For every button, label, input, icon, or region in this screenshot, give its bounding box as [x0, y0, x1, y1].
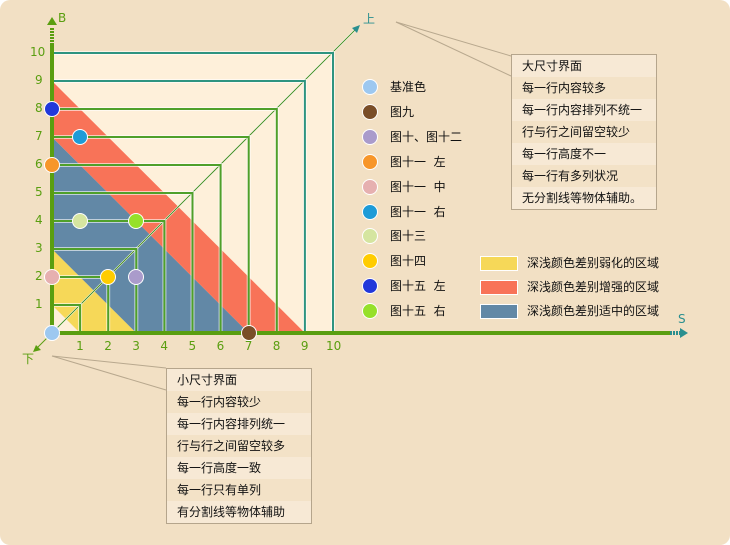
callout-row: 每一行有多列状况: [522, 169, 619, 183]
y-tick: 5: [35, 185, 43, 199]
y-tick: 3: [35, 241, 43, 255]
region-swatch: [480, 256, 518, 271]
y-arrow-icon: [47, 17, 57, 25]
square-9: [52, 80, 306, 333]
square-5: [52, 192, 194, 333]
legend-swatch: [362, 103, 378, 120]
callout-row: 每一行内容排列不统一: [512, 99, 656, 121]
callout-pointer: [395, 21, 512, 77]
callout-row: 小尺寸界面: [167, 369, 311, 391]
y-tick: 4: [35, 213, 43, 227]
arrow-down-icon: [33, 345, 41, 352]
legend-swatch: [362, 278, 378, 295]
x-arrow-icon: [680, 328, 688, 338]
y-tick: 6: [35, 157, 43, 171]
region-label: 深浅颜色差别增强的区域: [527, 280, 660, 294]
point-marker: [128, 269, 145, 285]
callout-row: 每一行只有单列: [177, 483, 262, 497]
down-label: 下: [22, 352, 35, 366]
legend-label: 图十五 右: [390, 304, 446, 319]
x-tick: 1: [76, 339, 84, 353]
point-marker: [128, 213, 145, 229]
square-3: [52, 248, 138, 333]
y-tick: 2: [35, 269, 43, 283]
legend-swatch: [362, 79, 378, 95]
region-swatch: [480, 280, 518, 295]
point-marker: [72, 213, 89, 229]
legend-label: 图十四: [390, 254, 427, 269]
square-8: [52, 108, 278, 333]
square-4: [52, 220, 166, 333]
point-marker: [72, 129, 89, 145]
large-ui-callout: 大尺寸界面每一行内容较多每一行内容排列不统一行与行之间留空较少每一行高度不一每一…: [511, 54, 657, 210]
point-marker: [44, 157, 60, 173]
legend-swatch: [362, 228, 378, 245]
y-tick: 9: [35, 73, 43, 87]
square-10: [52, 52, 334, 333]
square-6: [52, 164, 222, 333]
legend-label: 图十一 中: [390, 179, 446, 194]
legend-label: 图十、图十二: [390, 129, 463, 144]
x-tick: 8: [272, 339, 281, 353]
x-tick: 4: [160, 339, 169, 353]
x-axis-label: S: [678, 312, 686, 326]
point-marker: [100, 269, 117, 285]
y-tick: 1: [35, 297, 43, 311]
y-tick: 8: [35, 101, 43, 115]
legend-label: 图十三: [390, 229, 427, 244]
arrow-up-icon: [352, 25, 360, 33]
callout-row: 有分割线等物体辅助: [167, 501, 311, 523]
y-tick: 10: [30, 45, 46, 59]
legend-swatch: [362, 178, 378, 195]
x-tick: 7: [244, 339, 253, 353]
callout-row: 无分割线等物体辅助。: [512, 187, 656, 209]
point-marker: [44, 101, 60, 117]
callout-row: 每一行高度不一: [512, 143, 656, 165]
y-axis-label: B: [58, 11, 67, 25]
callout-row: 行与行之间留空较少: [522, 125, 631, 139]
small-ui-callout: 小尺寸界面每一行内容较少每一行内容排列统一行与行之间留空较多每一行高度一致每一行…: [166, 368, 312, 524]
point-marker: [44, 325, 60, 341]
legend-label: 图十五 左: [390, 279, 446, 294]
square-7: [52, 136, 250, 333]
callout-pointer: [51, 355, 167, 369]
x-tick: 9: [300, 339, 309, 353]
legend-label: 图九: [390, 104, 415, 119]
x-tick: 5: [188, 339, 197, 353]
x-tick: 3: [132, 339, 140, 353]
x-tick: 6: [216, 339, 225, 353]
callout-row: 每一行内容排列统一: [167, 413, 311, 435]
legend-swatch: [362, 253, 378, 270]
legend-swatch: [362, 303, 378, 320]
region-label: 深浅颜色差别弱化的区域: [527, 256, 660, 270]
point-marker: [240, 325, 257, 341]
callout-pointer: [395, 21, 512, 57]
point-marker: [44, 269, 60, 285]
legend-swatch: [362, 128, 378, 145]
legend-label: 图十一 右: [390, 204, 446, 219]
square-1: [52, 304, 82, 333]
callout-pointer: [51, 355, 167, 391]
callout-row: 行与行之间留空较多: [177, 439, 286, 453]
x-tick: 2: [104, 339, 112, 353]
x-tick: 10: [326, 339, 342, 353]
legend-swatch: [362, 203, 378, 220]
up-label: 上: [363, 12, 376, 26]
legend-label: 基准色: [390, 80, 427, 94]
callout-row: 每一行内容较少: [177, 395, 262, 409]
callout-row: 大尺寸界面: [512, 55, 656, 77]
legend-label: 图十一 左: [390, 154, 446, 169]
region-swatch: [480, 304, 518, 319]
callout-row: 每一行高度一致: [167, 457, 311, 479]
region-label: 深浅颜色差别适中的区域: [527, 304, 660, 318]
callout-row: 每一行内容较多: [522, 81, 607, 95]
legend-swatch: [362, 153, 378, 170]
y-tick: 7: [35, 129, 43, 143]
